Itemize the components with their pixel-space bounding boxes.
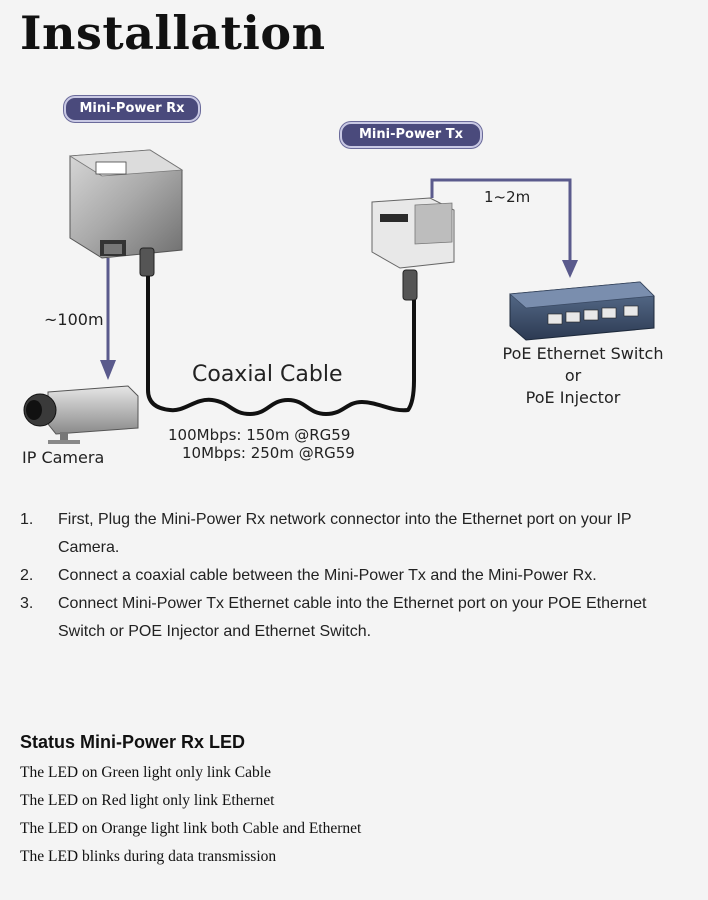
- led-status-line: The LED on Green light only link Cable: [20, 764, 271, 781]
- step-text: Connect a coaxial cable between the Mini…: [58, 567, 597, 584]
- mini-power-rx-device: [68, 149, 184, 259]
- speed-line-1: 100Mbps: 150m @RG59: [168, 426, 351, 444]
- distance-tx-switch-label: 1~2m: [484, 188, 531, 206]
- tx-to-switch-line: [430, 178, 572, 262]
- rx-bnc-connector: [139, 247, 155, 277]
- ip-camera-device: [23, 385, 139, 444]
- step-number: 1.: [20, 511, 34, 528]
- switch-label-line-3: PoE Injector: [525, 388, 621, 407]
- switch-label-line-2: or: [564, 366, 582, 385]
- mini-power-rx-label: Mini-Power Rx: [64, 96, 200, 122]
- step-item: 1. First, Plug the Mini-Power Rx network…: [20, 506, 690, 562]
- led-status-list: The LED on Green light only link Cable T…: [20, 762, 361, 874]
- status-section-title: Status Mini-Power Rx LED: [20, 732, 246, 752]
- step-number: 2.: [20, 567, 34, 584]
- led-status-line: The LED blinks during data transmission: [20, 848, 277, 865]
- step-text: First, Plug the Mini-Power Rx network co…: [58, 511, 632, 556]
- led-status-line: The LED on Orange light link both Cable …: [20, 820, 362, 837]
- poe-switch-device: [509, 281, 655, 341]
- installation-diagram: [23, 149, 655, 444]
- tx-bnc-connector: [402, 269, 418, 301]
- switch-label-line-1: PoE Ethernet Switch: [502, 344, 664, 363]
- installation-steps: 1. First, Plug the Mini-Power Rx network…: [20, 506, 690, 646]
- coaxial-cable-label: Coaxial Cable: [192, 362, 343, 387]
- rx-to-camera-arrowhead: [100, 360, 116, 380]
- speed-line-2: 10Mbps: 250m @RG59: [182, 444, 355, 462]
- mini-power-tx-label: Mini-Power Tx: [340, 122, 482, 148]
- step-item: 2. Connect a coaxial cable between the M…: [20, 562, 690, 590]
- page-title: Installation: [20, 6, 326, 60]
- led-status-line: The LED on Red light only link Ethernet: [20, 792, 275, 809]
- step-number: 3.: [20, 595, 34, 612]
- tx-to-switch-arrowhead: [562, 260, 578, 278]
- ip-camera-label: IP Camera: [22, 448, 105, 467]
- distance-rx-camera-label: ~100m: [44, 310, 104, 329]
- mini-power-tx-device: [371, 197, 455, 269]
- coaxial-cable: [146, 276, 416, 416]
- step-text: Connect Mini-Power Tx Ethernet cable int…: [58, 595, 647, 640]
- step-item: 3. Connect Mini-Power Tx Ethernet cable …: [20, 590, 690, 646]
